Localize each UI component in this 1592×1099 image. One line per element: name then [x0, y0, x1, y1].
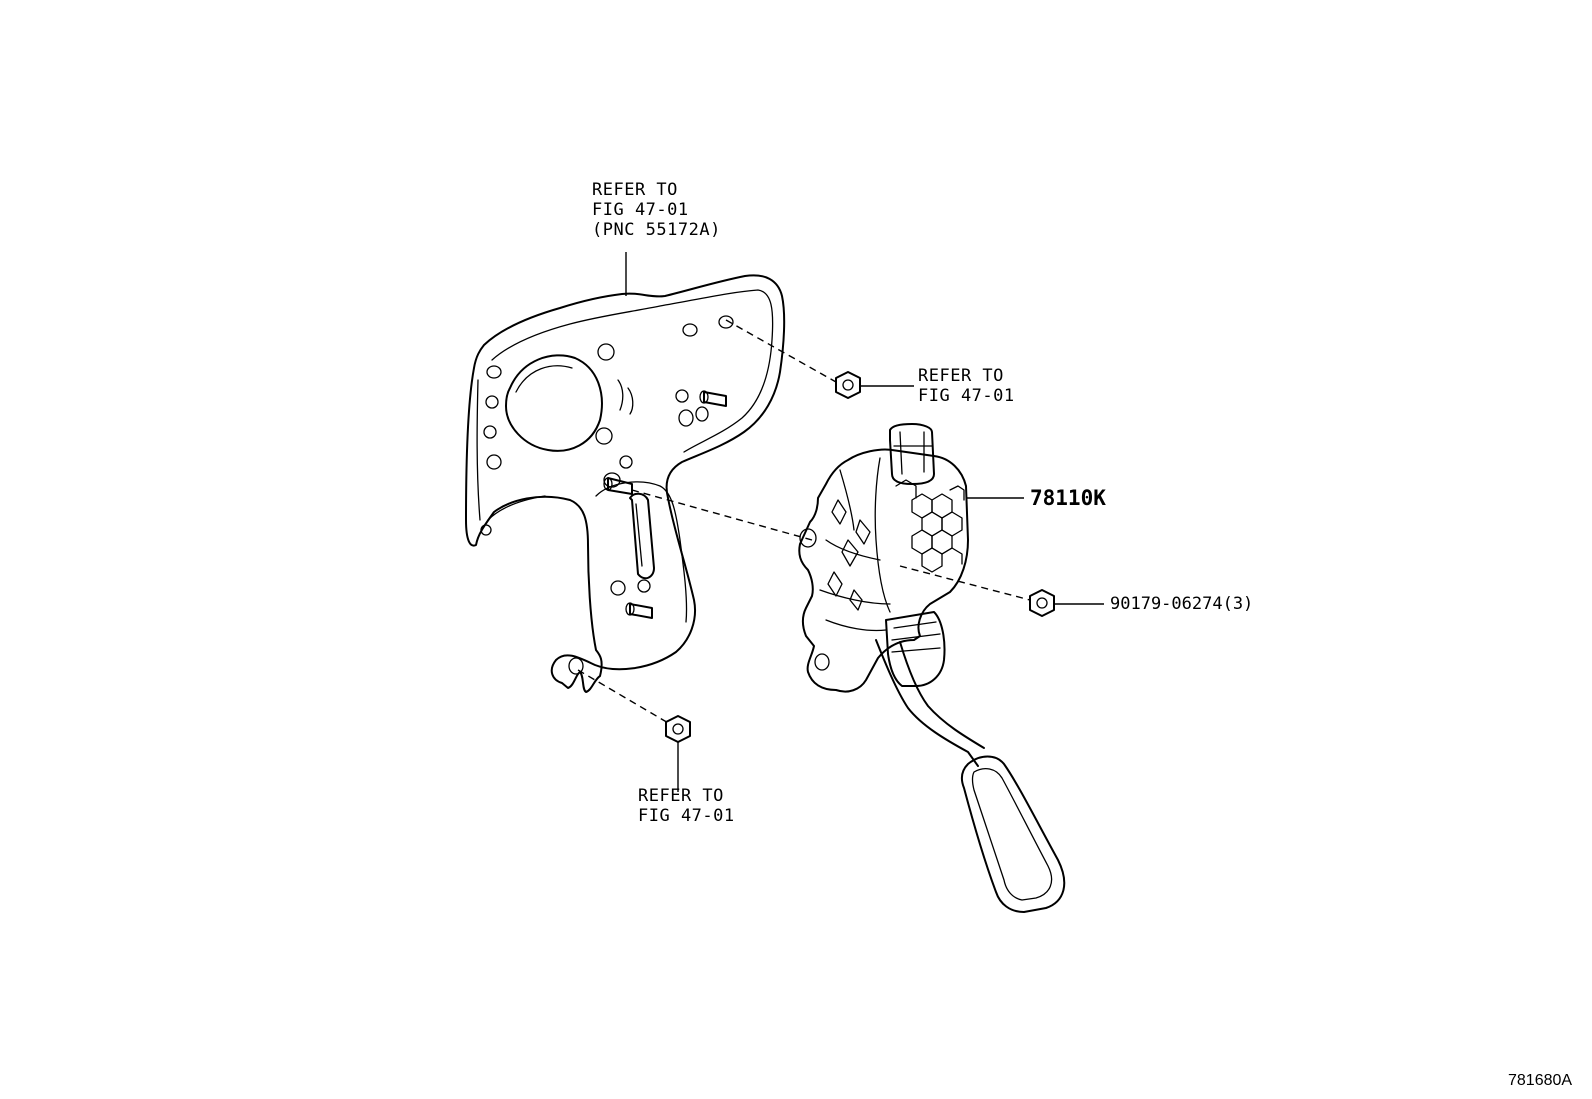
assembly-dashed-lines: [577, 319, 1031, 725]
upper-nut-ref-line-2: FIG 47-01: [918, 386, 1015, 406]
lower-nut-ref-line-1: REFER TO: [638, 786, 724, 806]
lower-nut-ref-line-2: FIG 47-01: [638, 806, 735, 826]
bracket-ref-line-1: REFER TO: [592, 180, 678, 200]
nut-part-number: 90179-06274(3): [1110, 594, 1254, 614]
pedal-bracket-plate: [465, 274, 786, 693]
lower-nut: [665, 715, 691, 743]
bracket-ref-line-3: (PNC 55172A): [592, 220, 721, 240]
bracket-ref-line-2: FIG 47-01: [592, 200, 689, 220]
upper-nut-reference-callout: REFER TO FIG 47-01: [918, 366, 1015, 406]
flange-nut-90179: [1029, 589, 1055, 617]
upper-nut-ref-line-1: REFER TO: [918, 366, 1004, 386]
bracket-reference-callout: REFER TO FIG 47-01 (PNC 55172A): [592, 180, 721, 240]
callout-leaders: [625, 252, 1104, 792]
accelerator-pedal-assembly: [798, 423, 1066, 913]
pedal-part-number: 78110K: [1030, 486, 1106, 510]
upper-nut: [835, 371, 861, 399]
lower-nut-reference-callout: REFER TO FIG 47-01: [638, 786, 735, 826]
figure-id: 781680A: [1508, 1072, 1573, 1089]
housing-rib-pattern: [895, 479, 965, 573]
